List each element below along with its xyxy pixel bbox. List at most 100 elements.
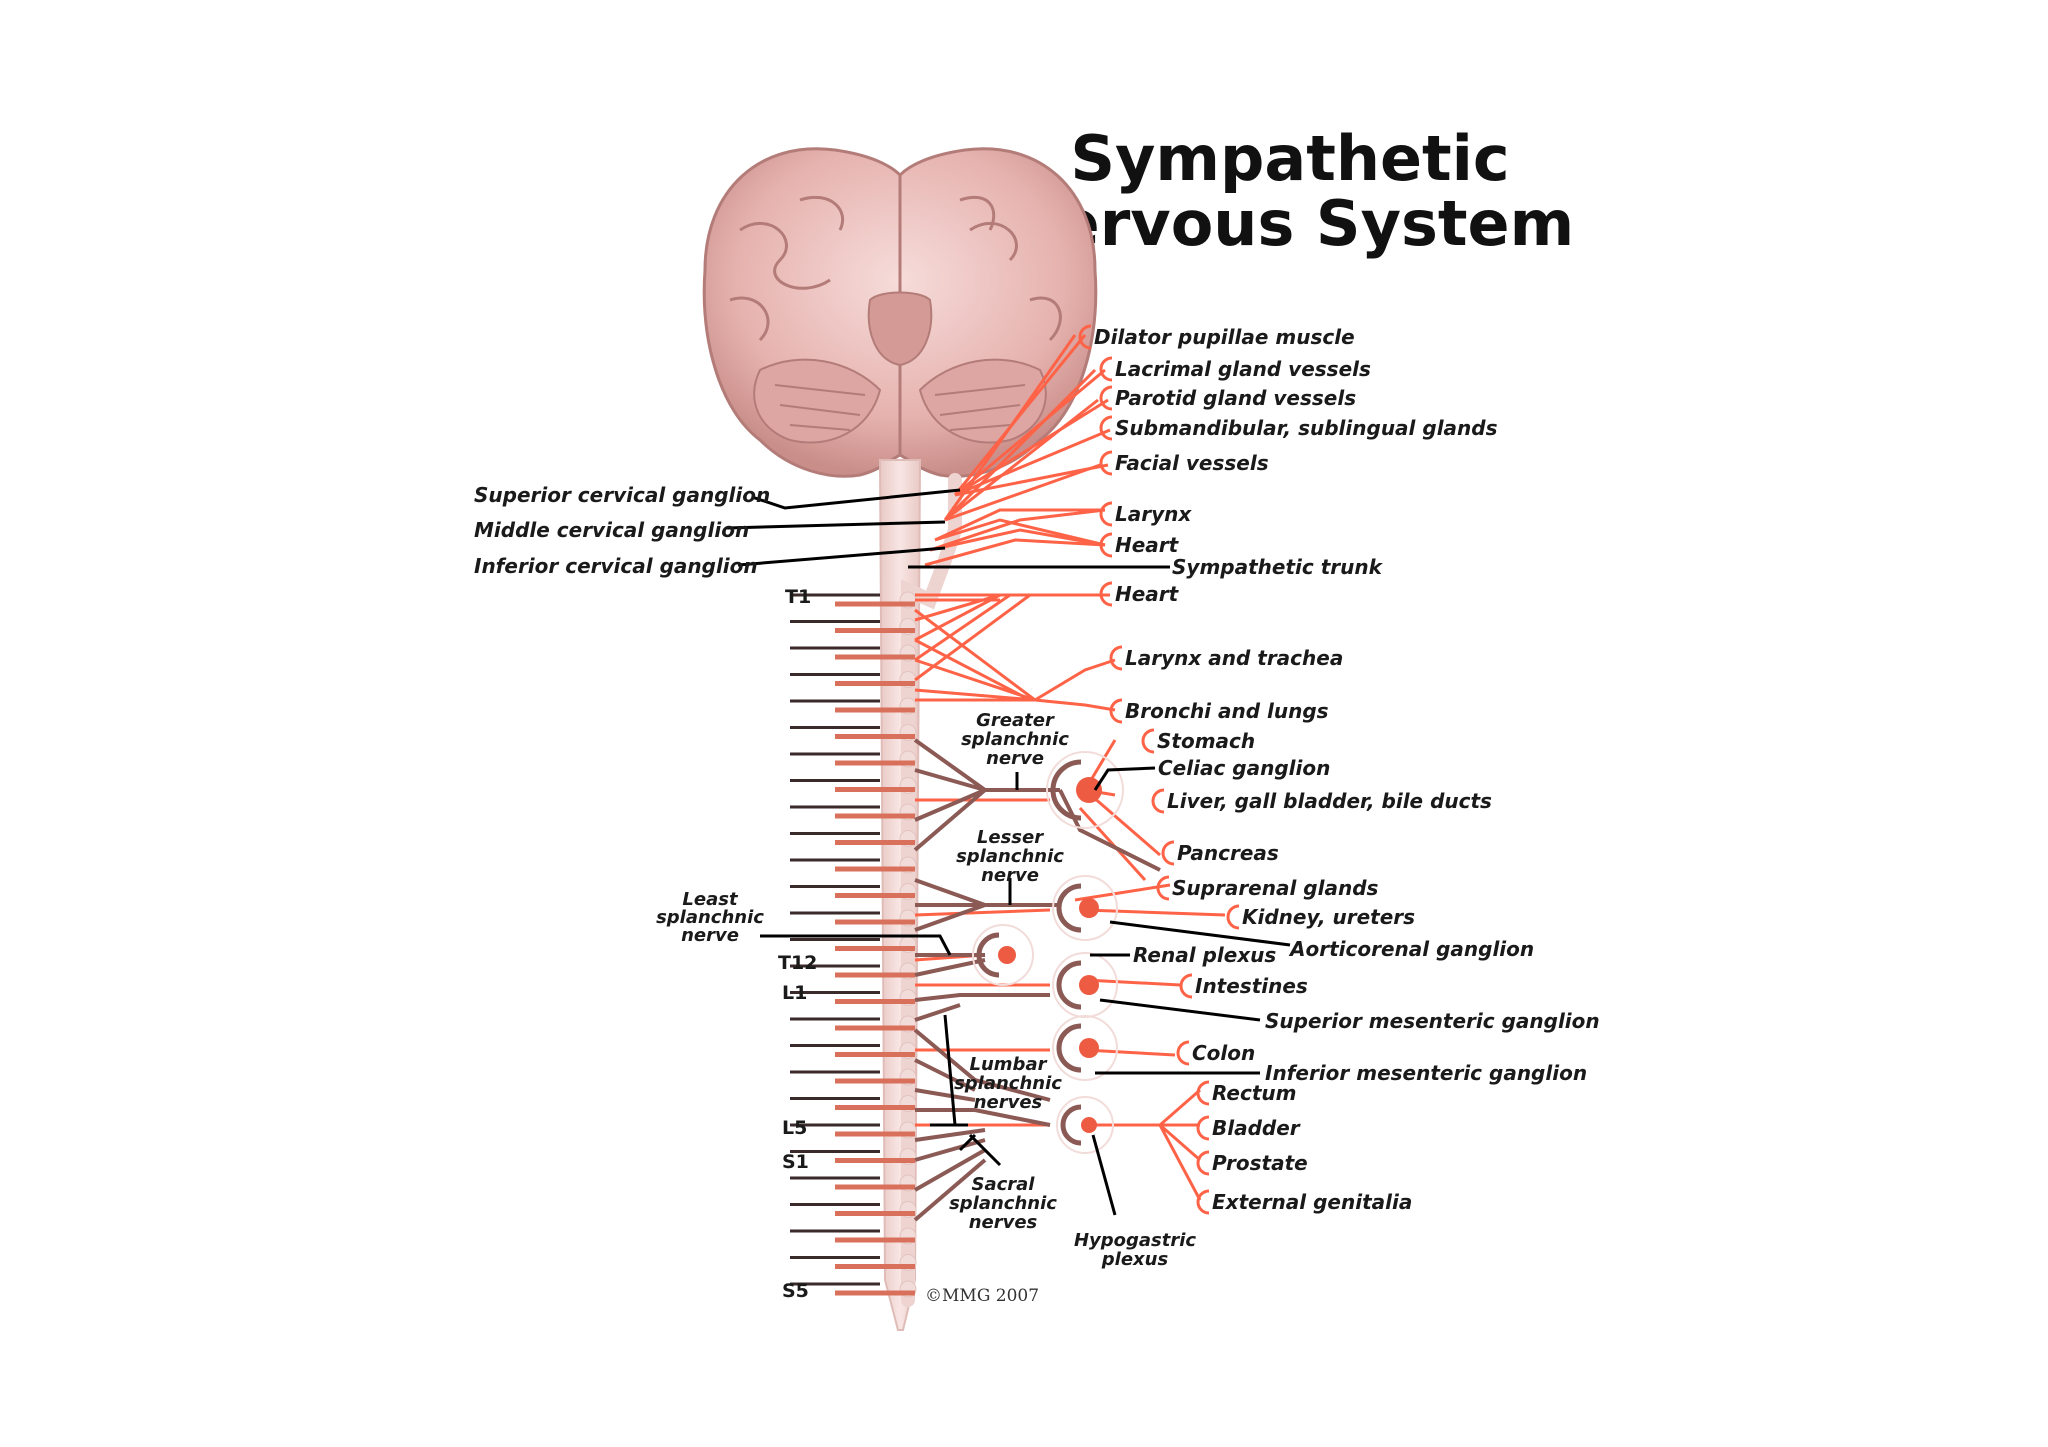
- segment-t1: T1: [785, 586, 811, 608]
- label-lumbar-splanchnic-2: splanchnic: [954, 1073, 1062, 1094]
- segment-l5: L5: [782, 1117, 807, 1139]
- target-cup-icon: [1179, 973, 1193, 999]
- segment-s1: S1: [782, 1151, 809, 1173]
- label-target-colon: Colon: [1192, 1041, 1255, 1065]
- target-cup-icon: [1099, 450, 1113, 476]
- label-inferior-mesenteric-ganglion: Inferior mesenteric ganglion: [1265, 1061, 1587, 1085]
- ganglion-cup: [1056, 960, 1082, 1010]
- target-cup-icon: [1099, 356, 1113, 382]
- label-least-splanchnic-2: splanchnic: [656, 907, 764, 928]
- splanchnic-nerve-branches: [913, 738, 1161, 1222]
- label-target-pancreas: Pancreas: [1177, 841, 1279, 865]
- label-target-facial: Facial vessels: [1115, 451, 1269, 475]
- ganglion-body: [1079, 898, 1099, 918]
- spinal-nerve-bars: [790, 593, 915, 1296]
- label-target-lacrimal: Lacrimal gland vessels: [1115, 357, 1371, 381]
- ganglion-halo: [1046, 751, 1124, 829]
- segment-l1: L1: [782, 982, 807, 1004]
- label-sacral-splanchnic-2: splanchnic: [949, 1193, 1057, 1214]
- target-cup-icon: [1099, 385, 1113, 411]
- target-cup-icon: [1099, 532, 1113, 558]
- target-cup-icon: [1196, 1189, 1210, 1215]
- label-target-parotid: Parotid gland vessels: [1115, 386, 1356, 410]
- label-greater-splanchnic-3: nerve: [986, 748, 1044, 769]
- ganglion-cup: [976, 932, 1000, 978]
- red-nerve-branches: [914, 334, 1226, 1201]
- label-sympathetic-trunk: Sympathetic trunk: [1172, 555, 1384, 579]
- title-line-1: Sympathetic: [1070, 122, 1509, 195]
- label-lesser-splanchnic-2: splanchnic: [956, 846, 1064, 867]
- label-target-bronchi: Bronchi and lungs: [1125, 699, 1329, 723]
- ganglion-halo: [972, 924, 1034, 986]
- label-superior-cervical-ganglion: Superior cervical ganglion: [474, 483, 770, 507]
- target-cup-icon: [1099, 501, 1113, 527]
- label-target-genitalia: External genitalia: [1212, 1190, 1412, 1214]
- target-cup-icon: [1109, 698, 1123, 724]
- label-lumbar-splanchnic-1: Lumbar: [970, 1054, 1048, 1075]
- label-target-liver: Liver, gall bladder, bile ducts: [1167, 789, 1492, 813]
- target-cup-icon: [1141, 728, 1155, 754]
- ganglion-halo: [1052, 875, 1118, 941]
- target-cup-icon: [1161, 840, 1175, 866]
- target-cup-icon: [1156, 875, 1170, 901]
- label-lesser-splanchnic-1: Lesser: [977, 827, 1044, 848]
- ganglion-halo: [1052, 1015, 1118, 1081]
- segment-s5: S5: [782, 1280, 809, 1302]
- ganglion-cup: [1060, 1104, 1082, 1146]
- ganglion-body: [1076, 777, 1102, 803]
- copyright: ©MMG 2007: [925, 1286, 1039, 1306]
- segment-t12: T12: [778, 952, 817, 974]
- ganglion-body: [998, 946, 1016, 964]
- label-target-submandibular: Submandibular, sublingual glands: [1115, 416, 1498, 440]
- ganglion-cup: [1056, 1023, 1082, 1073]
- ganglion-body: [1079, 975, 1099, 995]
- label-target-intestines: Intestines: [1195, 974, 1308, 998]
- target-cup-icon: [1151, 788, 1165, 814]
- target-cup-icon: [1099, 581, 1113, 607]
- ganglion-cup: [1056, 883, 1082, 933]
- target-cup-icon: [1226, 904, 1240, 930]
- ganglion-cup: [1050, 759, 1082, 821]
- label-target-heart1: Heart: [1115, 533, 1180, 557]
- label-target-stomach: Stomach: [1157, 729, 1255, 753]
- target-cup-icon: [1196, 1115, 1210, 1141]
- label-target-suprarenal: Suprarenal glands: [1172, 876, 1379, 900]
- target-cup-icon: [1078, 324, 1092, 350]
- label-target-heart2: Heart: [1115, 582, 1180, 606]
- ganglion-halo: [1056, 1096, 1114, 1154]
- label-least-splanchnic-3: nerve: [681, 925, 739, 946]
- label-target-bladder: Bladder: [1212, 1116, 1301, 1140]
- label-target-rectum: Rectum: [1212, 1081, 1296, 1105]
- target-cup-icon: [1196, 1080, 1210, 1106]
- label-target-kidney: Kidney, ureters: [1242, 905, 1415, 929]
- target-cup-icon: [1196, 1150, 1210, 1176]
- label-aorticorenal-ganglion: Aorticorenal ganglion: [1288, 937, 1534, 961]
- label-middle-cervical-ganglion: Middle cervical ganglion: [474, 518, 749, 542]
- target-cup-icon: [1109, 645, 1123, 671]
- label-target-larynx: Larynx: [1115, 502, 1192, 526]
- brain-illustration: [702, 147, 1098, 478]
- label-sacral-splanchnic-1: Sacral: [972, 1174, 1036, 1195]
- label-greater-splanchnic-1: Greater: [976, 710, 1055, 731]
- label-target-dilator: Dilator pupillae muscle: [1094, 325, 1355, 349]
- label-lumbar-splanchnic-3: nerves: [974, 1092, 1043, 1113]
- label-sacral-splanchnic-3: nerves: [969, 1212, 1038, 1233]
- ganglion-body: [1081, 1117, 1097, 1133]
- prevertebral-ganglia: [972, 751, 1124, 1154]
- label-least-splanchnic-1: Least: [682, 889, 739, 910]
- label-renal-plexus: Renal plexus: [1133, 943, 1276, 967]
- label-lesser-splanchnic-3: nerve: [981, 865, 1039, 886]
- label-celiac-ganglion: Celiac ganglion: [1158, 756, 1330, 780]
- label-hypogastric-plexus-1: Hypogastric: [1074, 1230, 1196, 1251]
- label-target-prostate: Prostate: [1212, 1151, 1308, 1175]
- label-greater-splanchnic-2: splanchnic: [961, 729, 1069, 750]
- label-inferior-cervical-ganglion: Inferior cervical ganglion: [474, 554, 758, 578]
- label-hypogastric-plexus-2: plexus: [1101, 1249, 1169, 1270]
- target-cup-icon: [1176, 1040, 1190, 1066]
- title-line-2: Nervous System: [1006, 187, 1574, 260]
- target-cup-icon: [1099, 415, 1113, 441]
- ganglion-body: [1079, 1038, 1099, 1058]
- label-superior-mesenteric-ganglion: Superior mesenteric ganglion: [1265, 1009, 1600, 1033]
